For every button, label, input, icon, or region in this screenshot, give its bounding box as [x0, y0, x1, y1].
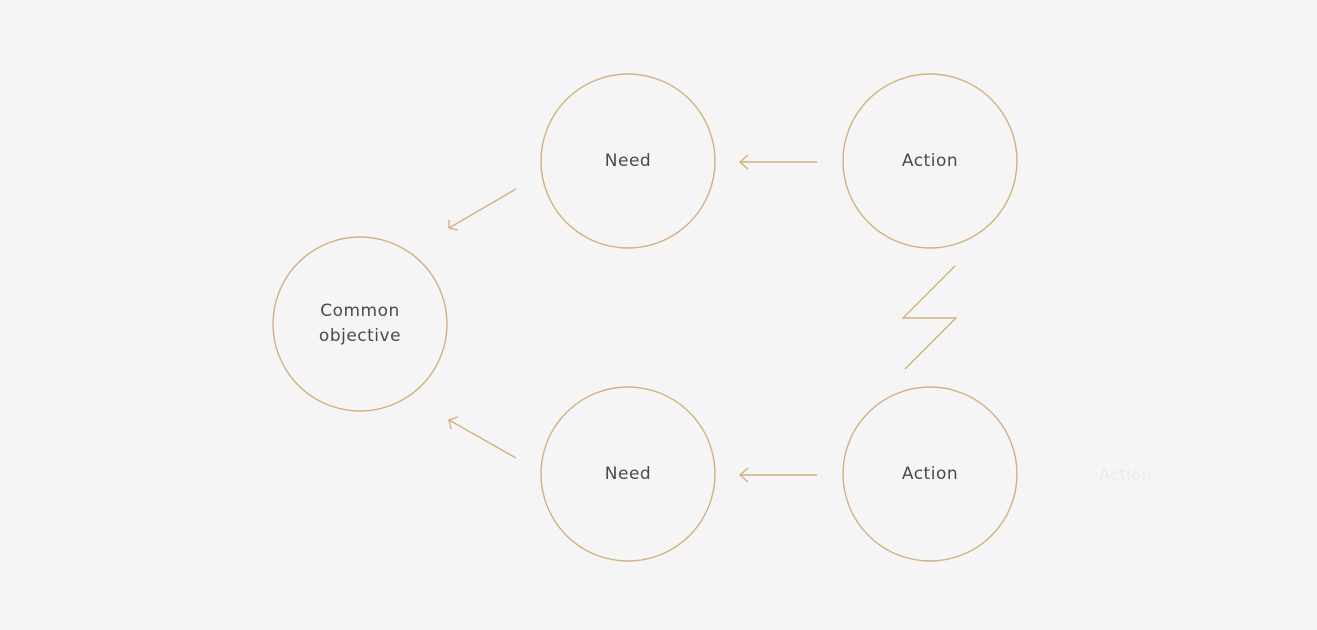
node-common-objective: Common objective — [273, 237, 447, 411]
node-common-objective-line2: objective — [318, 326, 402, 346]
node-action-bottom-label: Action — [901, 463, 959, 484]
circle-need-bottom — [540, 386, 716, 562]
node-action-top: Action — [843, 74, 1017, 248]
circle-need-top — [540, 73, 716, 249]
node-common-objective-line1: Common — [320, 301, 400, 321]
arrow-need-top-to-objective — [448, 188, 517, 231]
node-need-bottom-label: Need — [604, 463, 652, 484]
arrow-action-to-need-top — [738, 154, 817, 170]
circle-action-bottom — [842, 386, 1018, 562]
node-need-bottom: Need — [541, 387, 715, 561]
node-need-top-label: Need — [604, 150, 652, 171]
circle-action-top — [842, 73, 1018, 249]
node-action-top-label: Action — [901, 150, 959, 171]
circle-common-objective — [272, 236, 448, 412]
ghost-action-label: Action — [1099, 465, 1153, 484]
arrow-action-to-need-bottom — [738, 467, 817, 483]
arrow-need-bottom-to-objective — [448, 416, 517, 459]
node-need-top: Need — [541, 74, 715, 248]
conflict-zigzag — [901, 265, 958, 370]
node-action-bottom: Action — [843, 387, 1017, 561]
